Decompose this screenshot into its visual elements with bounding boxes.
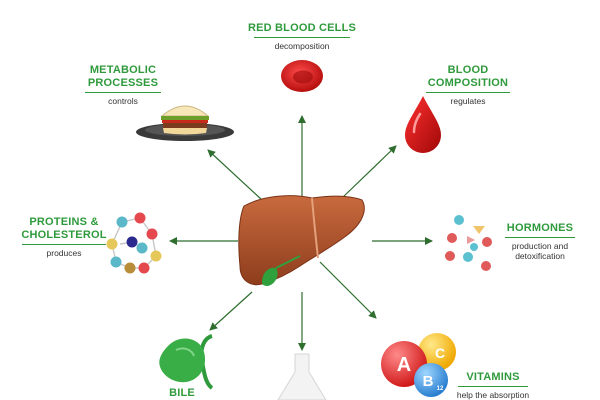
label-title-line1: PROTEINS & — [29, 216, 99, 228]
label-rule — [22, 244, 106, 245]
label-title: HORMONES — [506, 222, 574, 234]
label-red-blood-cells: RED BLOOD CELLS decomposition — [242, 22, 362, 51]
label-subtitle: regulates — [450, 96, 486, 106]
label-subtitle: help the absorption — [456, 390, 530, 400]
label-title-line1: METABOLIC — [89, 64, 157, 76]
vitamin-a-letter: A — [397, 354, 411, 376]
arrow-to-metabolic-processes — [207, 149, 263, 201]
arrows — [169, 115, 433, 351]
flask-icon — [277, 353, 327, 400]
label-proteins-cholesterol: PROTEINS & CHOLESTEROL produces — [14, 216, 114, 258]
label-title-line2: PROCESSES — [87, 77, 159, 89]
label-subtitle: decomposition — [274, 41, 330, 51]
liver-icon — [238, 195, 365, 286]
blood-drop-icon — [405, 96, 441, 153]
label-title-line1: BLOOD — [447, 64, 489, 76]
vitamin-c-letter: C — [435, 345, 445, 361]
label-blood-composition: BLOOD COMPOSITION regulates — [418, 64, 518, 106]
label-vitamins: VITAMINS help the absorption — [455, 371, 531, 400]
label-subtitle-line2: detoxification — [515, 251, 565, 261]
vitamins-icon: A C B 12 — [381, 333, 456, 397]
label-title: VITAMINS — [466, 371, 520, 383]
label-title-line2: CHOLESTEROL — [21, 229, 107, 241]
vitamin-b12-subscript: 12 — [437, 386, 444, 392]
label-metabolic-processes: METABOLIC PROCESSES controls — [73, 64, 173, 106]
gallbladder-icon — [159, 334, 214, 390]
arrow-to-bile — [209, 291, 253, 331]
burger-icon — [136, 105, 234, 141]
label-rule — [426, 92, 510, 93]
label-title-line2: COMPOSITION — [427, 77, 509, 89]
label-title: BILE — [169, 387, 195, 399]
vitamin-b-letter: B — [423, 373, 434, 390]
red-blood-cell-icon — [281, 60, 323, 92]
label-subtitle: controls — [108, 96, 138, 106]
label-subtitle: produces — [46, 248, 82, 258]
molecules-icon — [445, 215, 492, 271]
label-rule — [85, 92, 161, 93]
label-rule — [505, 237, 575, 238]
label-bile: BILE — [162, 387, 202, 400]
label-rule — [458, 386, 528, 387]
arrow-to-blood-composition — [341, 145, 397, 199]
arrow-to-vitamins — [319, 261, 377, 319]
label-title: RED BLOOD CELLS — [247, 22, 357, 34]
label-rule — [254, 37, 350, 38]
label-hormones: HORMONES production and detoxification — [500, 222, 580, 261]
label-subtitle-line1: production and — [511, 241, 569, 251]
